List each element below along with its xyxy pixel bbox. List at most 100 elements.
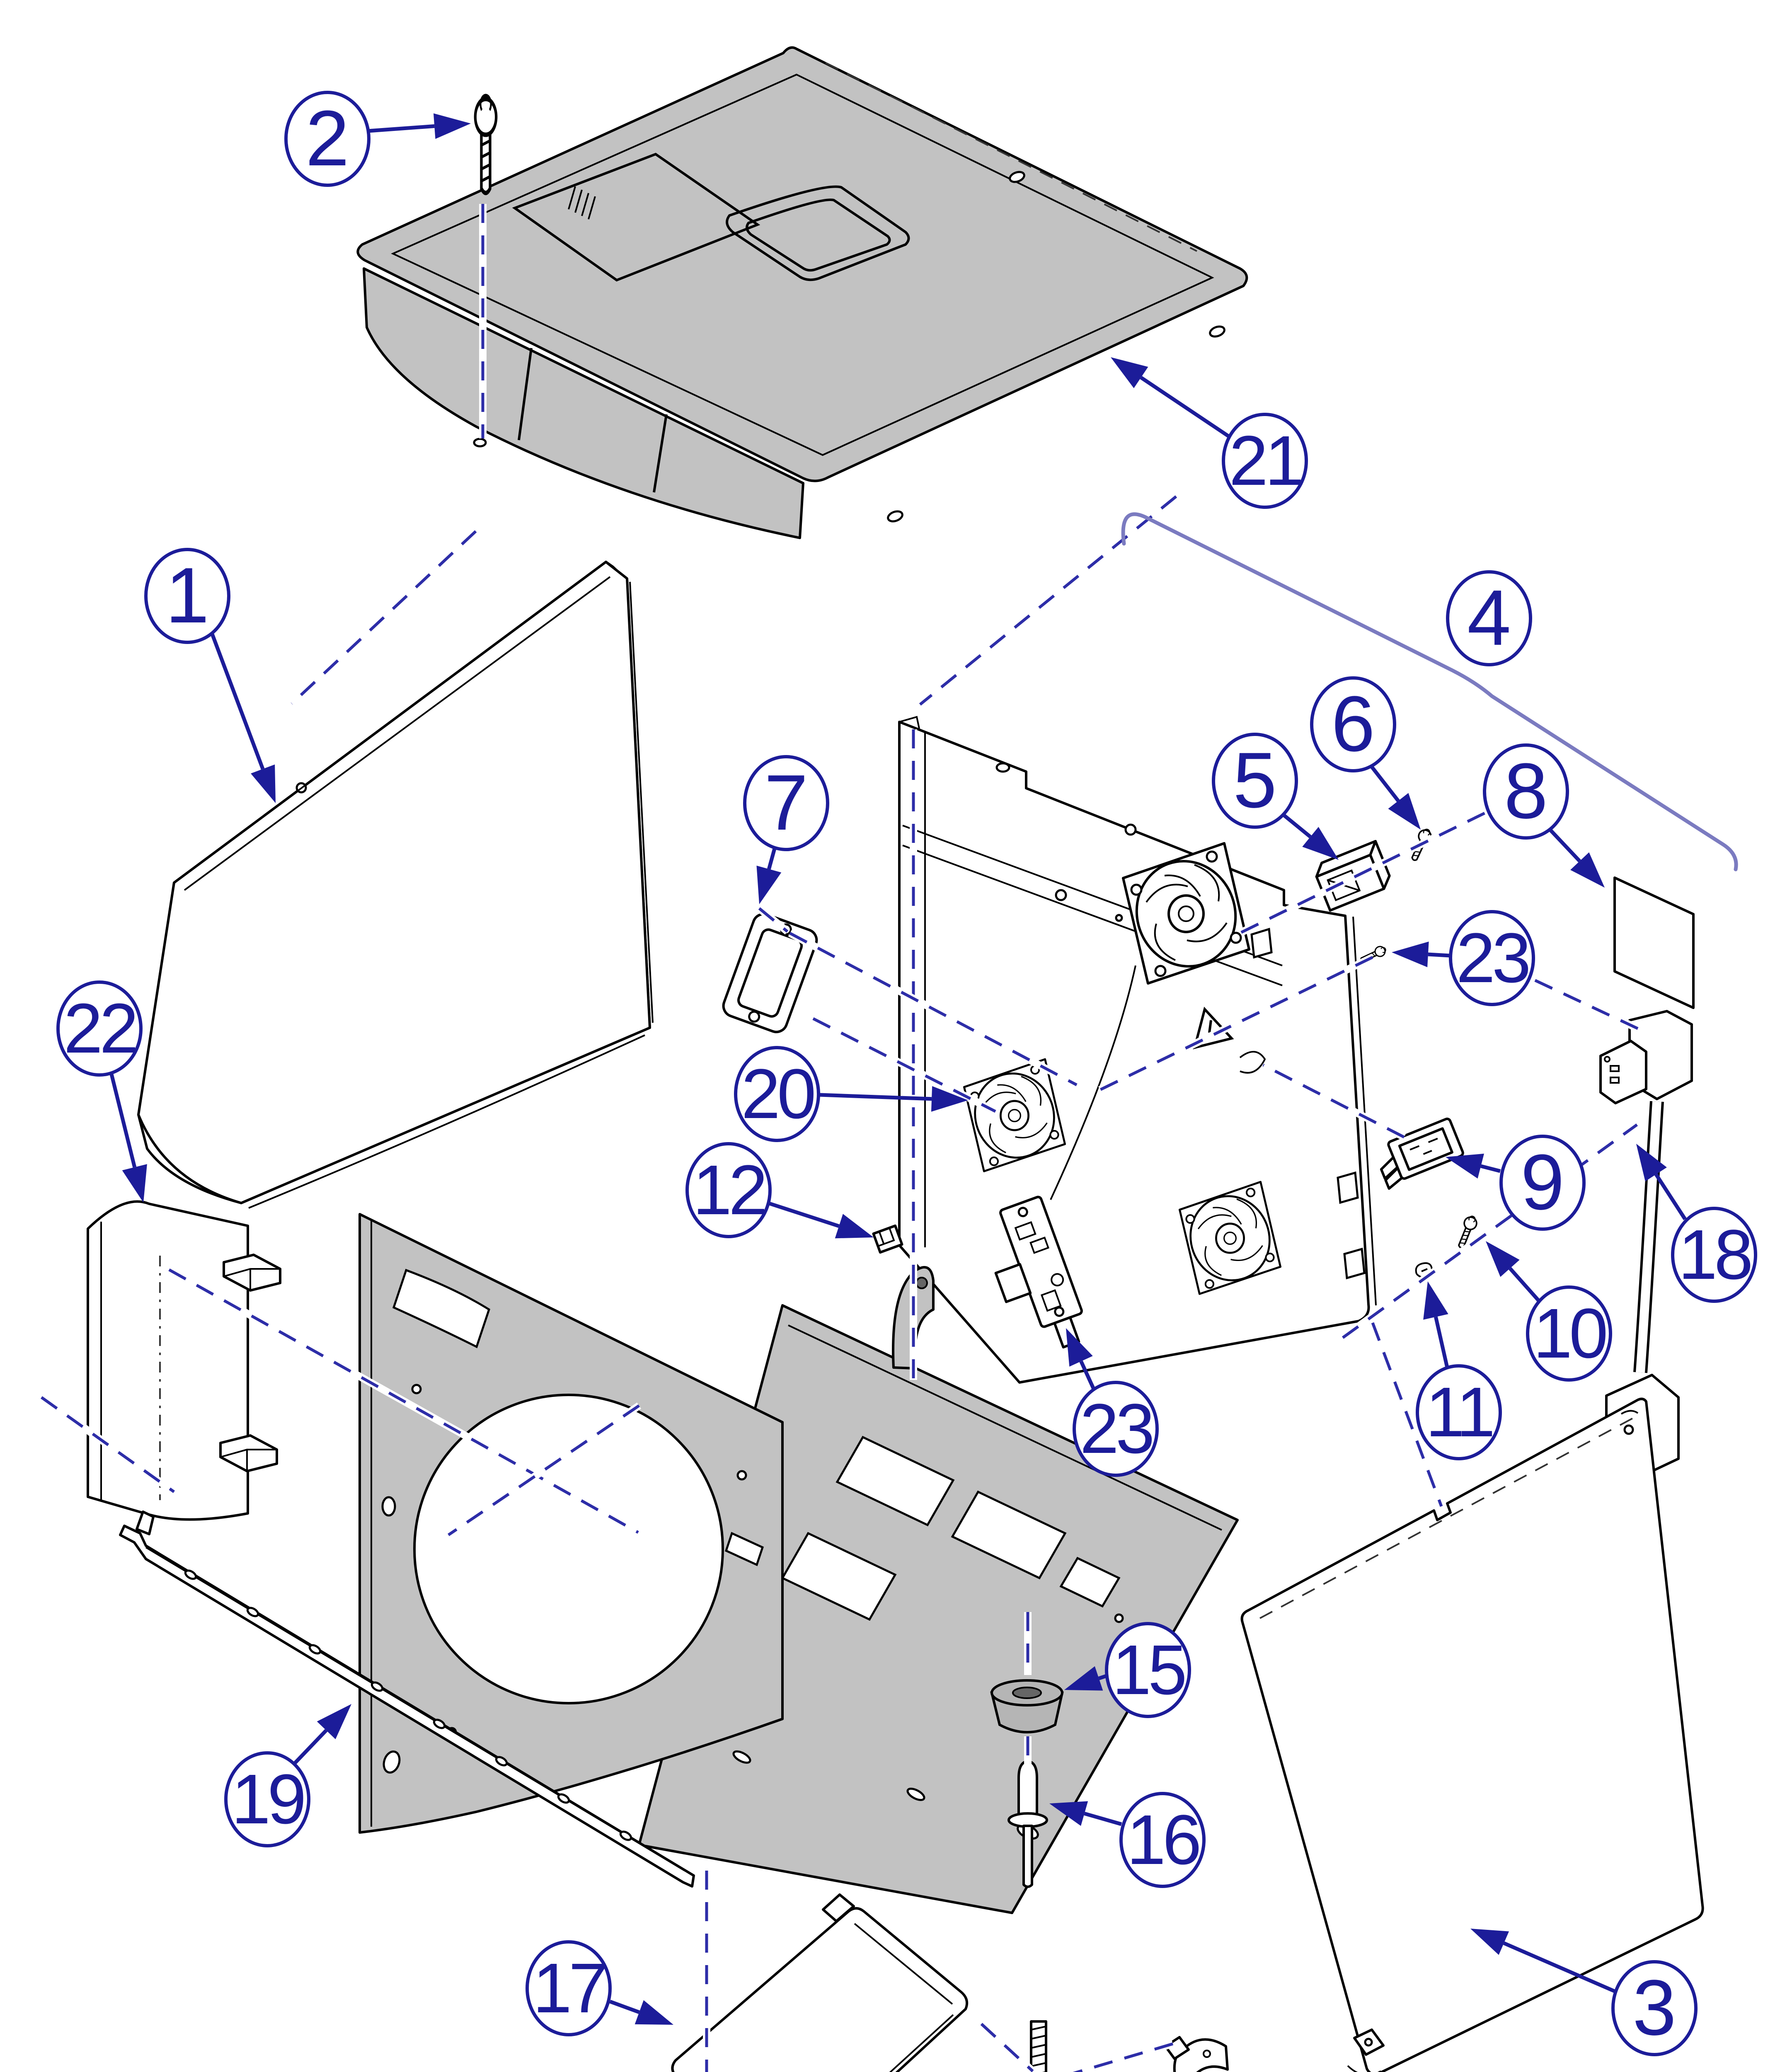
leader-line bbox=[768, 1201, 840, 1228]
callout-3: 3 bbox=[1470, 1929, 1698, 2056]
balloon-number: 15 bbox=[1112, 1631, 1184, 1709]
balloon-circle bbox=[1416, 1364, 1502, 1460]
leader-arrowhead-icon bbox=[1486, 1241, 1520, 1277]
balloon-circle bbox=[1073, 1381, 1159, 1477]
balloon-circle bbox=[1499, 1135, 1586, 1231]
callout-22: 22 bbox=[56, 980, 147, 1203]
access-cover-part bbox=[87, 1200, 281, 1521]
leader-line bbox=[1654, 1173, 1687, 1220]
leader-arrowhead-icon bbox=[1470, 1929, 1509, 1955]
balloon-number: 4 bbox=[1467, 574, 1511, 662]
callout-19: 19 bbox=[224, 1704, 351, 1847]
leader-arrowhead-icon bbox=[756, 865, 782, 904]
balloon-circle bbox=[224, 1751, 310, 1847]
callout-11: 11 bbox=[1416, 1281, 1502, 1460]
wire-clip-part bbox=[872, 1224, 903, 1254]
balloon-number: 12 bbox=[693, 1151, 764, 1230]
leader-arrowhead-icon bbox=[1636, 1144, 1667, 1181]
balloon-circle bbox=[1483, 743, 1569, 840]
balloon-number: 16 bbox=[1126, 1801, 1199, 1879]
rubber-foot-part bbox=[990, 1679, 1064, 1733]
balloon-circle bbox=[1222, 413, 1308, 509]
left-side-panel-part bbox=[137, 561, 654, 1209]
gasket-part bbox=[722, 913, 818, 1034]
balloon-circle bbox=[1446, 570, 1532, 666]
leader-arrowhead-icon bbox=[635, 2000, 673, 2025]
callout-17: 17 bbox=[526, 1940, 673, 2036]
leveling-foot-part bbox=[1030, 2020, 1047, 2072]
balloon-circle bbox=[743, 755, 829, 851]
rivet-pin-part bbox=[1007, 1760, 1048, 1888]
balloon-circle bbox=[1212, 733, 1298, 829]
callout-23-lower: 23 bbox=[1066, 1328, 1159, 1477]
leader-line bbox=[210, 633, 265, 770]
leader-arrowhead-icon bbox=[251, 764, 276, 803]
leader-line bbox=[1369, 765, 1400, 802]
balloon-number: 3 bbox=[1632, 1964, 1676, 2052]
group-bracket-4 bbox=[1121, 512, 1738, 871]
callout-18: 18 bbox=[1636, 1144, 1757, 1303]
leader-arrowhead-icon bbox=[931, 1086, 968, 1112]
balloon-number: 11 bbox=[1426, 1373, 1492, 1452]
callout-12: 12 bbox=[685, 1142, 874, 1239]
callout-15: 15 bbox=[1064, 1622, 1191, 1718]
balloon-circle bbox=[734, 1046, 820, 1142]
balloon-circle bbox=[1310, 676, 1396, 772]
leader-line bbox=[1434, 1316, 1449, 1368]
right-side-panel-part bbox=[1240, 1397, 1704, 2072]
callout-21: 21 bbox=[1111, 357, 1308, 509]
leader-line bbox=[1503, 1941, 1616, 1994]
balloon-circle bbox=[685, 1142, 772, 1238]
rail-part bbox=[119, 1510, 695, 1888]
callout-2: 2 bbox=[284, 91, 471, 187]
leader-line bbox=[1079, 1360, 1096, 1391]
balloon-number: 19 bbox=[231, 1760, 303, 1839]
leader-arrowhead-icon bbox=[1064, 1666, 1103, 1691]
balloon-number: 10 bbox=[1533, 1294, 1606, 1373]
leader-line bbox=[1281, 812, 1312, 838]
leader-arrowhead-icon bbox=[433, 113, 471, 139]
balloon-number: 5 bbox=[1233, 736, 1277, 824]
leader-arrowhead-icon bbox=[1066, 1328, 1093, 1367]
top-cover-part bbox=[356, 46, 1248, 539]
callout-9: 9 bbox=[1446, 1135, 1586, 1231]
leader-line bbox=[109, 1072, 137, 1168]
leader-arrowhead-icon bbox=[1111, 357, 1148, 388]
balloon-circle bbox=[1671, 1207, 1757, 1303]
rear-panel-part bbox=[898, 716, 1377, 1384]
leader-arrowhead-icon bbox=[1423, 1281, 1448, 1320]
balloon-circle bbox=[526, 1940, 612, 2036]
front-panel-part bbox=[358, 1213, 784, 1834]
balloon-circle bbox=[1611, 1960, 1698, 2056]
leader-arrowhead-icon bbox=[1392, 942, 1429, 967]
callout-6: 6 bbox=[1310, 676, 1421, 830]
callout-4: 4 bbox=[1446, 570, 1532, 666]
callout-10-right: 10 bbox=[1486, 1241, 1612, 1382]
vent-icon bbox=[568, 186, 596, 220]
cover-front-band bbox=[363, 267, 804, 539]
leader-line bbox=[767, 846, 777, 870]
balloon-circle bbox=[1119, 1792, 1206, 1888]
balloon-circle bbox=[144, 548, 230, 644]
balloon-circle bbox=[1449, 910, 1535, 1006]
balloon-number: 8 bbox=[1504, 747, 1548, 835]
balloon-circle bbox=[284, 91, 371, 187]
leader-arrowhead-icon bbox=[1302, 827, 1339, 860]
callout-16: 16 bbox=[1049, 1792, 1206, 1888]
leader-line bbox=[1480, 1164, 1501, 1173]
power-inlet-part bbox=[1380, 1117, 1464, 1190]
chassis-corner-bracket bbox=[1164, 2036, 1229, 2072]
balloon-number: 1 bbox=[165, 552, 209, 639]
callout-20: 20 bbox=[734, 1046, 968, 1142]
leader-line bbox=[1509, 1267, 1541, 1302]
cover-screw-part bbox=[475, 95, 496, 193]
label-card-part bbox=[1613, 876, 1695, 1009]
balloon-number: 18 bbox=[1678, 1215, 1751, 1294]
callout-8: 8 bbox=[1483, 743, 1605, 888]
leader-line bbox=[1140, 376, 1230, 438]
leader-line bbox=[368, 124, 435, 133]
callout-5: 5 bbox=[1212, 733, 1339, 860]
leader-line bbox=[1548, 828, 1581, 863]
callout-7: 7 bbox=[743, 755, 829, 904]
